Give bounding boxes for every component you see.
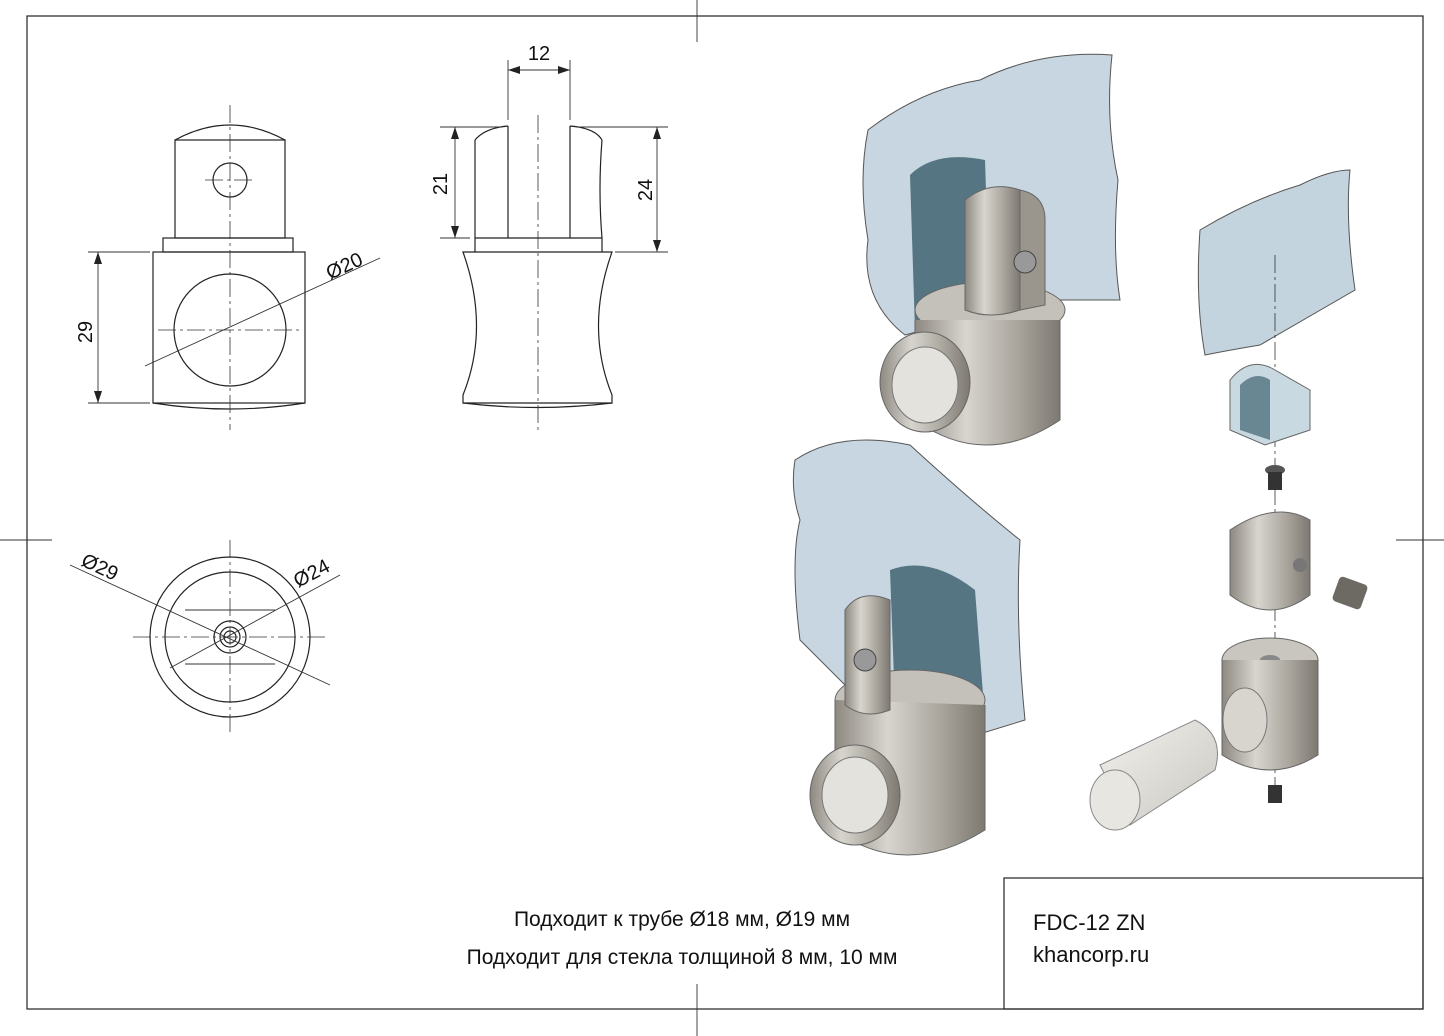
dim-inner-diameter-24: Ø24 (290, 555, 334, 592)
caption-pipe-fit: Подходит к трубе Ø18 мм, Ø19 мм (514, 908, 850, 931)
dim-slot-width-12: 12 (528, 43, 550, 65)
dim-slot-depth-21: 21 (430, 173, 452, 195)
bottom-view: Ø29 Ø24 (69, 540, 341, 735)
render-assembled-bottom (792, 439, 1026, 856)
dim-diameter-20: Ø20 (323, 249, 367, 285)
front-view: 29 Ø20 (75, 105, 381, 430)
side-view: 12 21 24 (430, 43, 668, 430)
caption-glass-fit: Подходит для стекла толщиной 8 мм, 10 мм (467, 946, 898, 969)
dim-outer-diameter-29: Ø29 (78, 550, 122, 586)
dim-tab-height-24: 24 (635, 179, 657, 201)
render-exploded (1089, 169, 1368, 831)
dim-height-29: 29 (75, 321, 97, 343)
render-assembled-top (862, 53, 1121, 446)
part-number: FDC-12 ZN (1033, 910, 1145, 935)
website: khancorp.ru (1033, 942, 1149, 967)
title-block: FDC-12 ZN khancorp.ru (1003, 877, 1424, 1010)
